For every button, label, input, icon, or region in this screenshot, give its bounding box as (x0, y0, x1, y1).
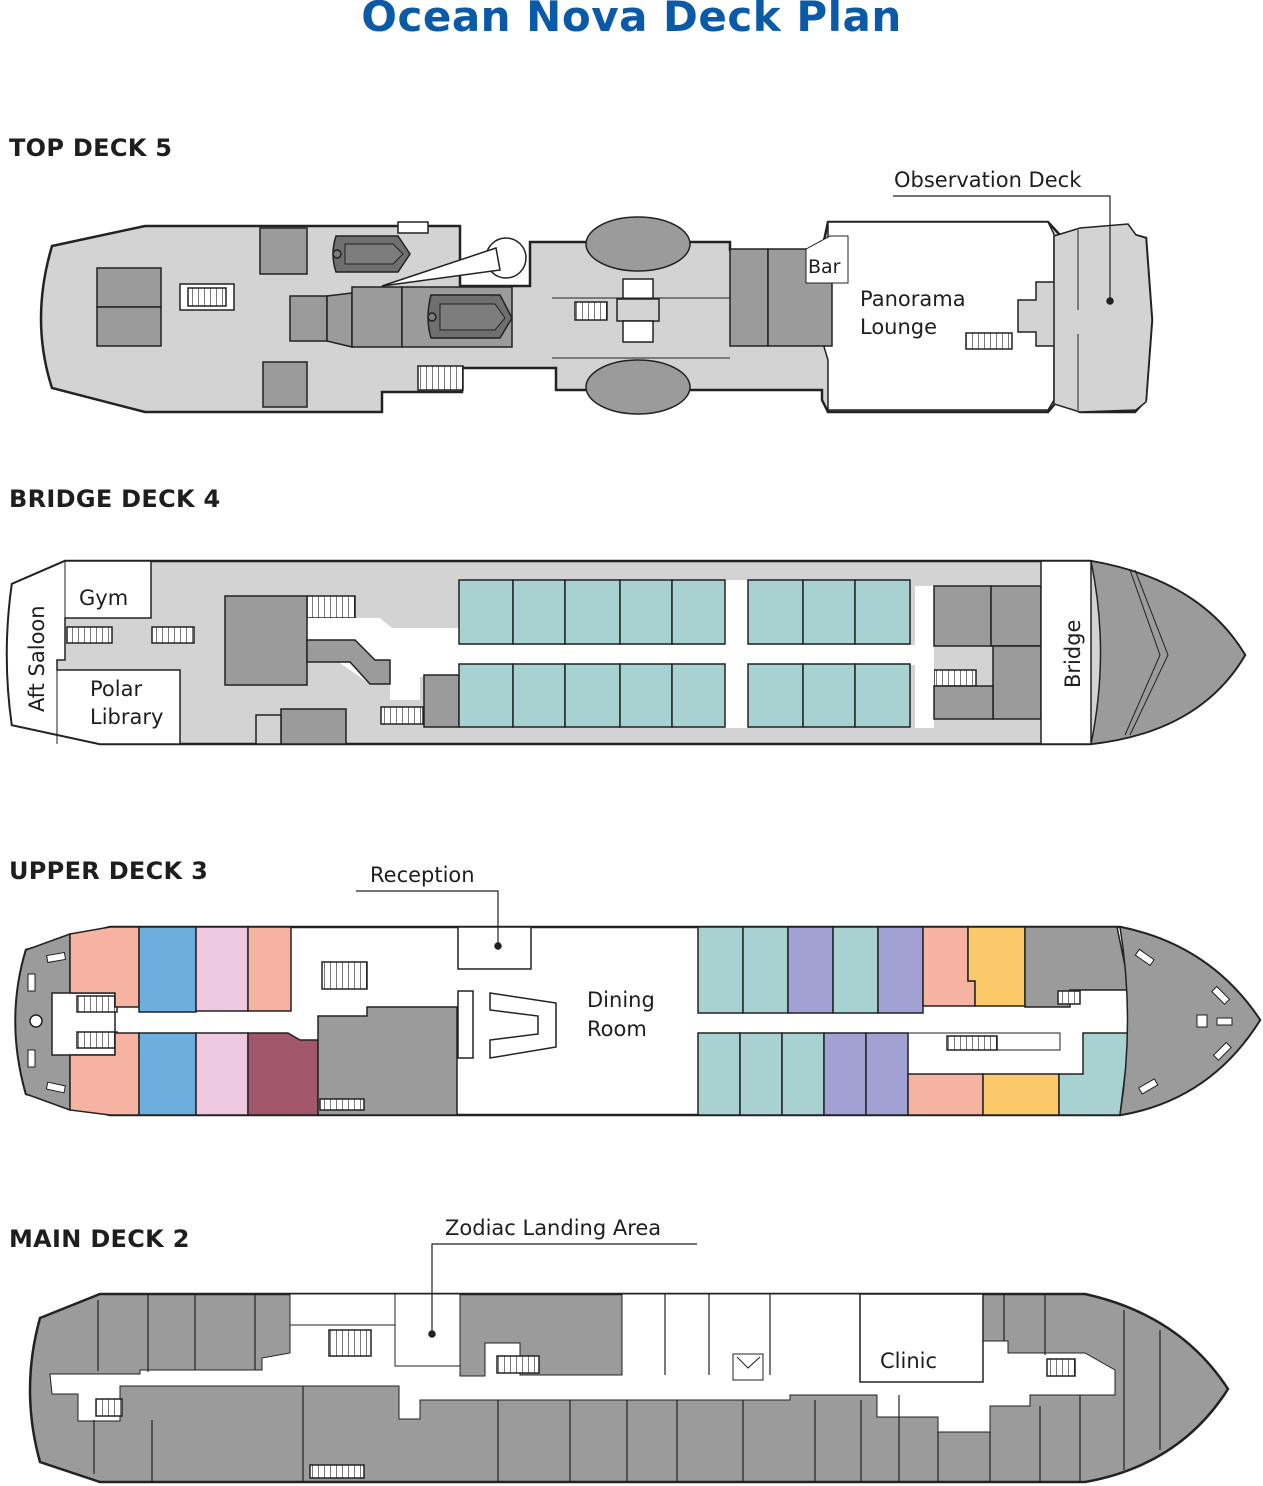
polar-library-label-2: Library (90, 705, 163, 729)
polar-library-label-1: Polar (90, 677, 142, 701)
gym-label: Gym (79, 586, 128, 610)
deck-title-main-deck-2: MAIN DECK 2 (9, 1225, 190, 1253)
bridge-label: Bridge (1061, 620, 1085, 688)
aft-saloon-label: Aft Saloon (25, 605, 49, 712)
panorama-lounge-label-1: Panorama (860, 287, 966, 311)
clinic-label: Clinic (880, 1349, 937, 1373)
main-deck-2-plan (28, 1243, 1230, 1484)
deck-title-upper-deck-3: UPPER DECK 3 (9, 857, 209, 885)
dining-room-label-1: Dining (587, 988, 655, 1012)
page-title: Ocean Nova Deck Plan (361, 0, 902, 41)
zodiac-landing-area-label: Zodiac Landing Area (445, 1216, 661, 1240)
observation-deck-label: Observation Deck (894, 168, 1082, 192)
dining-room-label-2: Room (587, 1017, 647, 1041)
deck-title-bridge-deck-4: BRIDGE DECK 4 (9, 485, 221, 513)
deck-title-top-deck-5: TOP DECK 5 (9, 134, 173, 162)
top-deck-5-plan (39, 195, 1154, 415)
reception-label: Reception (370, 863, 475, 887)
upper-deck-3-plan (14, 890, 1262, 1117)
bridge-deck-4-plan (5, 559, 1247, 746)
bar-label: Bar (808, 256, 841, 278)
panorama-lounge-label-2: Lounge (860, 315, 937, 339)
